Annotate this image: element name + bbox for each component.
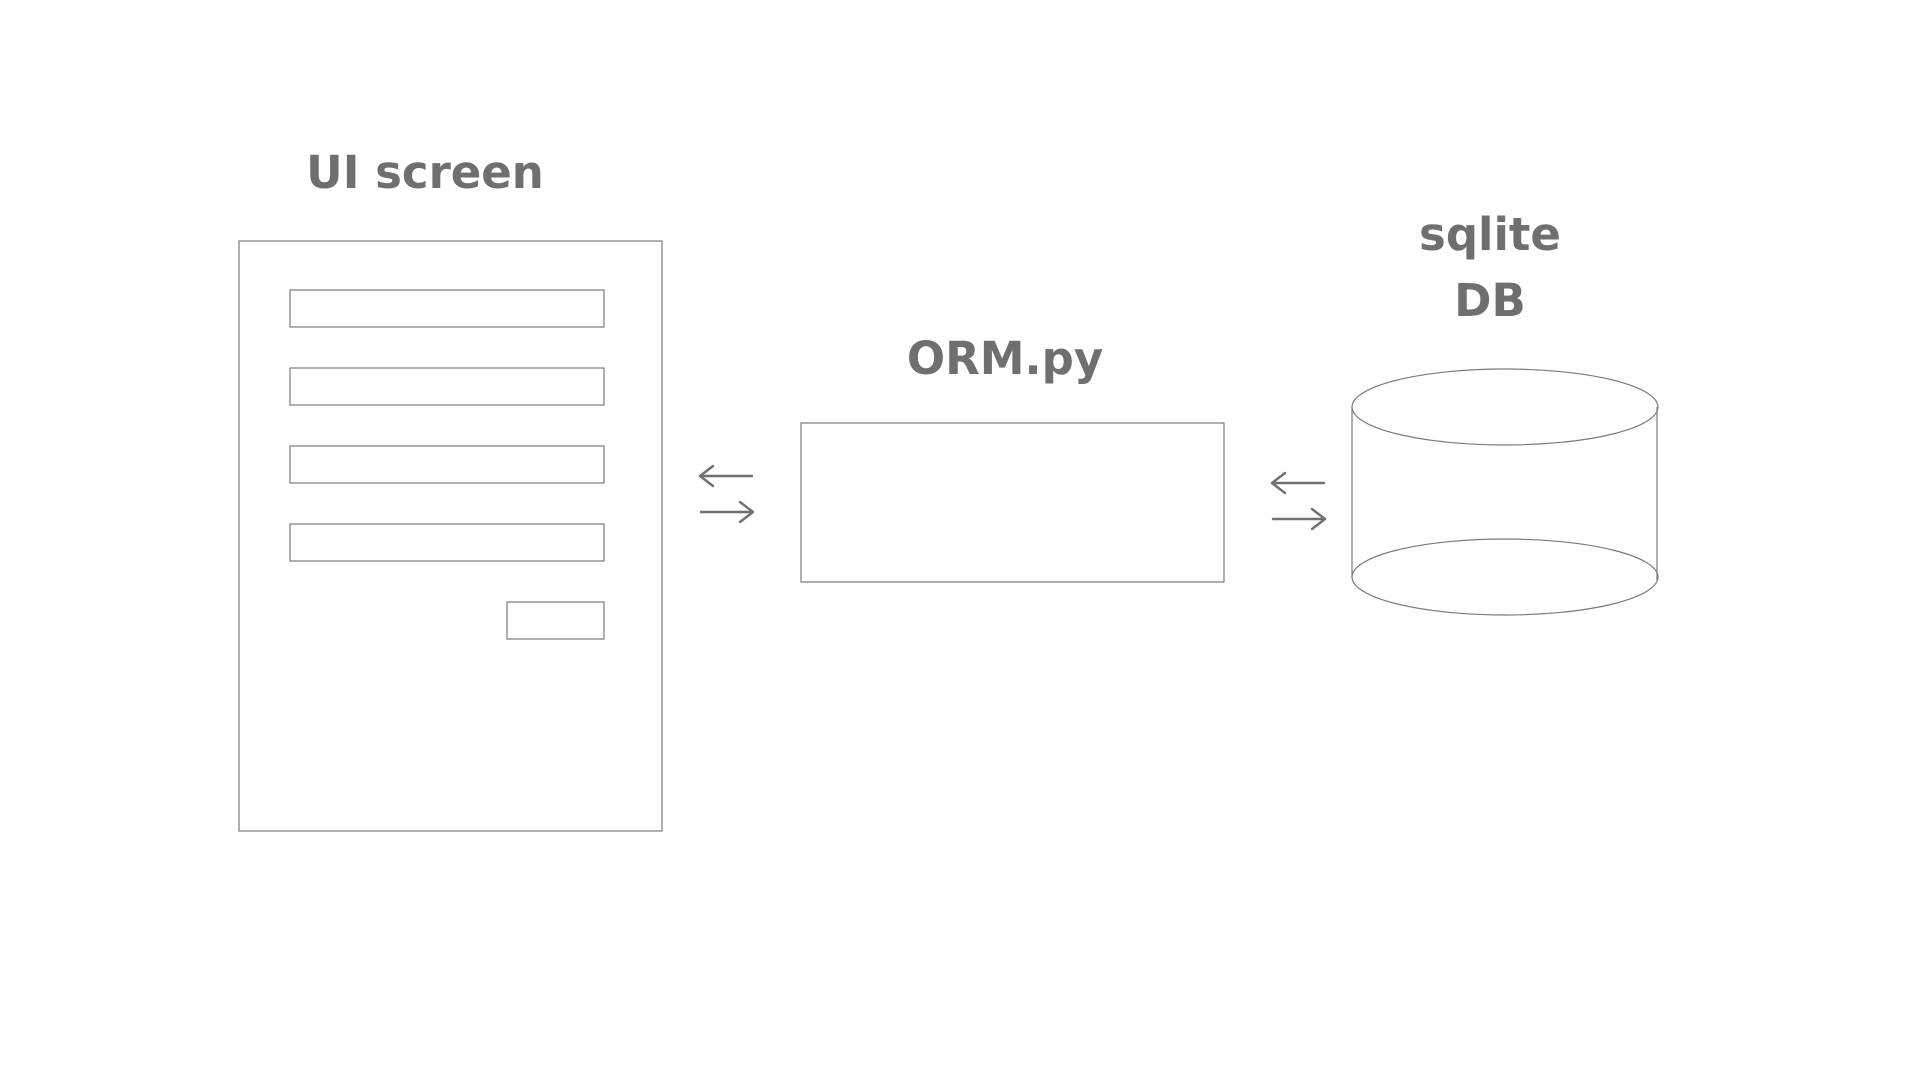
ui-input-field-4: [289, 523, 605, 562]
orm-db-arrows: [1270, 471, 1327, 531]
left-arrow-icon: [698, 464, 754, 488]
ui-submit-button: [506, 601, 605, 640]
ui-screen-mockup: [238, 240, 663, 832]
cylinder-top: [1351, 368, 1659, 446]
orm-box: [800, 422, 1225, 583]
database-label-line1: sqlite: [1419, 208, 1561, 261]
database-cylinder-icon: [1351, 368, 1659, 616]
ui-input-field-2: [289, 367, 605, 406]
database-label-line2: DB: [1454, 274, 1526, 327]
ui-orm-arrows: [698, 464, 755, 524]
right-arrow-icon: [699, 500, 755, 524]
left-arrow-icon: [1270, 471, 1326, 495]
right-arrow-icon: [1271, 507, 1327, 531]
ui-screen-label: UI screen: [306, 146, 544, 199]
ui-input-field-3: [289, 445, 605, 484]
orm-label: ORM.py: [906, 332, 1104, 385]
ui-screen-frame: [238, 240, 663, 832]
ui-input-field-1: [289, 289, 605, 328]
cylinder-bottom: [1351, 538, 1659, 616]
